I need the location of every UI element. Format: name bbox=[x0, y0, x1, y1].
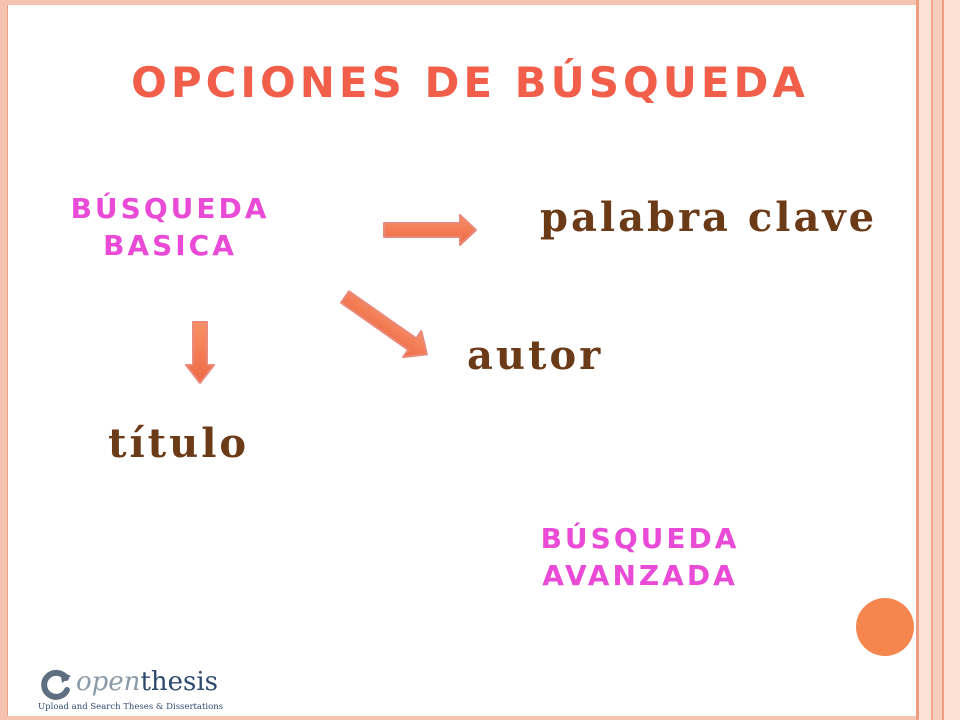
right-arrow bbox=[383, 214, 477, 246]
stripe bbox=[933, 0, 942, 720]
keyword-option: palabra clave bbox=[540, 194, 878, 241]
logo-word-thesis: thesis bbox=[140, 667, 219, 697]
basic-search-label: BÚSQUEDA BASICA bbox=[60, 190, 280, 264]
diagonal-arrow bbox=[339, 290, 428, 359]
advanced-search-label: BÚSQUEDA AVANZADA bbox=[520, 520, 760, 594]
openthesis-wordmark: openthesis bbox=[76, 666, 218, 698]
stripe bbox=[919, 0, 931, 720]
openthesis-logo: openthesis Upload and Search Theses & Di… bbox=[38, 666, 238, 716]
advanced-search-label-text: BÚSQUEDA AVANZADA bbox=[540, 522, 740, 592]
stripe bbox=[931, 0, 933, 720]
logo-word-open: open bbox=[76, 667, 141, 697]
openthesis-logo-icon bbox=[41, 669, 71, 700]
basic-search-label-text: BÚSQUEDA BASICA bbox=[70, 192, 270, 262]
slide-title: OPCIONES DE BÚSQUEDA bbox=[131, 58, 809, 107]
stripe bbox=[942, 0, 944, 720]
logo-tagline: Upload and Search Theses & Dissertations bbox=[38, 702, 224, 712]
slide-frame-bottom bbox=[0, 716, 920, 720]
title-option: título bbox=[108, 420, 250, 467]
down-arrow bbox=[185, 321, 215, 384]
stripe bbox=[916, 0, 919, 720]
author-option: autor bbox=[467, 332, 604, 379]
accent-circle bbox=[856, 598, 914, 656]
stripe bbox=[944, 0, 960, 720]
slide-frame-left bbox=[0, 0, 8, 720]
slide-frame-top bbox=[0, 0, 920, 5]
